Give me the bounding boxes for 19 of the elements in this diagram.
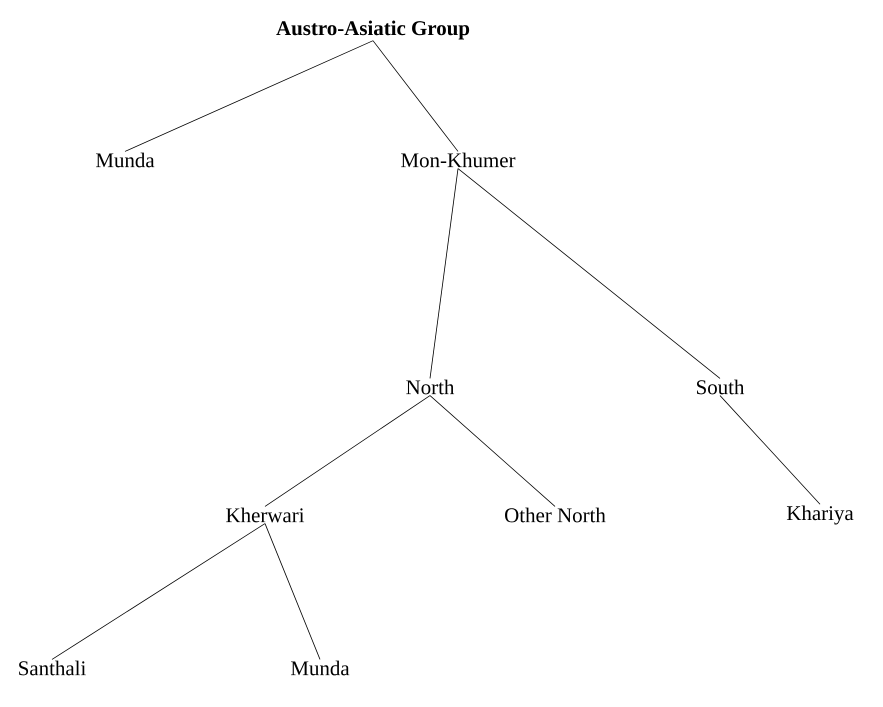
branch-line [430,168,458,379]
tree-label: Khariya [786,505,854,525]
branch-line [264,523,320,660]
tree-label: Santhali [19,660,86,676]
tree-label: Mon-Khumer [401,152,516,168]
branch-line [458,168,720,379]
branch-line [720,395,820,505]
tree-label: South [697,380,744,394]
tree-label: Other North [505,508,606,522]
branch-line [430,395,556,507]
tree-label: Munda [290,660,350,676]
branch-line [264,395,430,507]
branch-line [52,523,266,660]
tree-label: North [406,380,454,394]
tree-label: Kherwari [226,508,304,522]
branch-line [124,40,374,152]
heading: Austro-Asiatic Group [276,20,470,40]
branch-line [372,40,458,152]
tree-label: Munda [96,152,154,168]
